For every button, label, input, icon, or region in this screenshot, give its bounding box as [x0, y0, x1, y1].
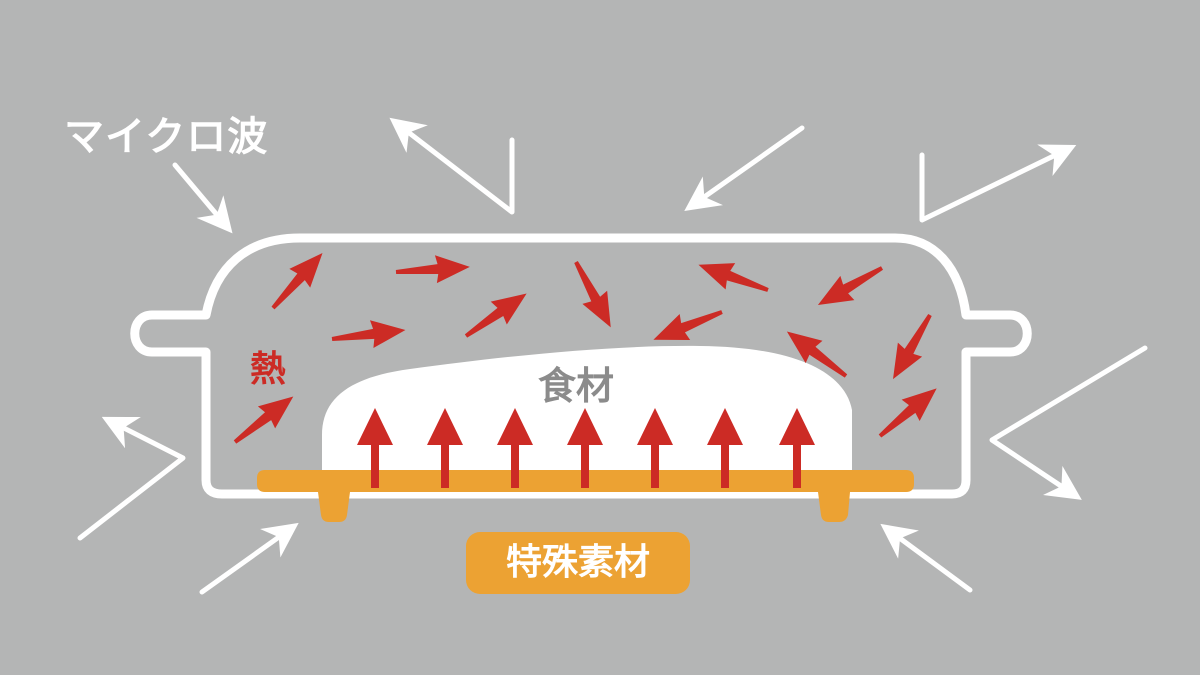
microwave-label: マイクロ波	[64, 114, 269, 160]
arrow-icon	[331, 320, 406, 349]
heat-arrow	[817, 266, 883, 305]
arrow-icon	[878, 388, 937, 438]
bent-arrow-icon	[919, 144, 1077, 223]
heat-arrow	[878, 388, 937, 438]
arrow-icon	[427, 408, 463, 445]
heat-arrows	[233, 253, 937, 444]
conduction-arrows	[357, 408, 815, 488]
arrow-icon	[233, 396, 294, 444]
arrow-icon	[779, 408, 815, 445]
heat-arrow	[464, 293, 527, 338]
heat-arrow	[395, 255, 470, 284]
arrow-icon	[653, 310, 723, 340]
arrow-icon	[698, 263, 769, 292]
heat-arrow	[786, 331, 848, 378]
arrow-icon	[574, 261, 611, 328]
special-material-plate	[257, 470, 914, 522]
bent-arrow-icon	[199, 522, 299, 595]
arrow-icon	[637, 408, 673, 445]
heat-arrow	[271, 253, 323, 310]
arrow-icon	[395, 255, 470, 284]
heat-label: 熱	[250, 349, 287, 390]
arrow-icon	[786, 331, 848, 378]
heat-arrow	[233, 396, 294, 444]
special-material-label: 特殊素材	[466, 532, 690, 594]
bent-arrow-icon	[684, 125, 805, 212]
bent-arrow-icon	[389, 117, 515, 215]
arrow-icon	[817, 266, 883, 305]
arrow-icon	[464, 293, 527, 338]
dish-outline	[130, 233, 1032, 499]
arrow-icon	[567, 408, 603, 445]
bent-arrow-icon	[989, 345, 1148, 500]
arrow-icon	[271, 253, 323, 310]
bent-arrow-icon	[172, 162, 233, 234]
bent-arrow-icon	[880, 523, 973, 593]
heat-arrow	[893, 314, 932, 380]
microwave-arrows	[77, 117, 1148, 595]
bent-arrow-icon	[77, 416, 186, 541]
heat-arrow	[574, 261, 611, 328]
heat-arrow	[698, 263, 769, 292]
heat-arrow	[331, 320, 406, 349]
food-label: 食材	[538, 364, 615, 408]
arrow-icon	[893, 314, 932, 380]
heat-arrow	[653, 310, 723, 340]
arrow-icon	[497, 408, 533, 445]
arrow-icon	[357, 408, 393, 445]
arrow-icon	[707, 408, 743, 445]
